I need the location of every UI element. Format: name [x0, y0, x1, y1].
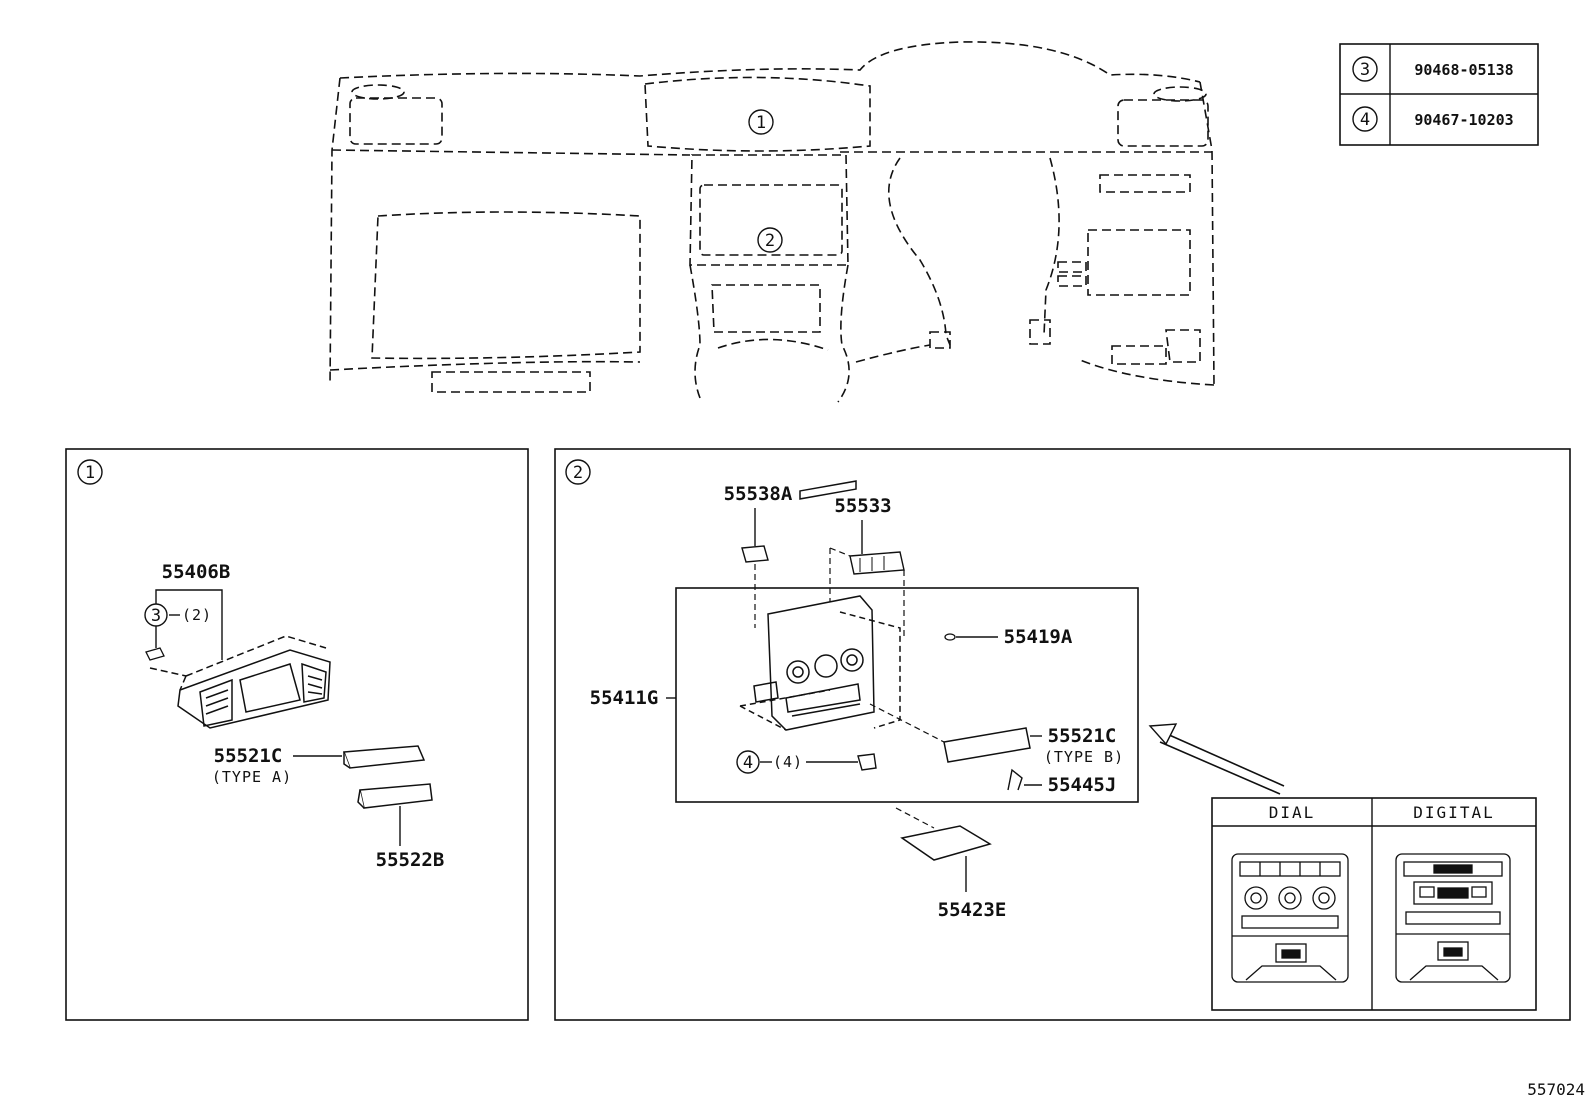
pocket-55521C-type-b: [943, 727, 1031, 763]
knob-55538A: [741, 545, 769, 563]
overview-callout-2: 2: [757, 227, 783, 253]
label-55445J: 55445J: [1048, 774, 1117, 796]
panel-2: 2 55538A 55533 55411G 5541: [554, 448, 1571, 1021]
pad-55423E: [900, 825, 992, 861]
label-55406B: 55406B: [162, 561, 231, 583]
svg-text:3: 3: [1360, 60, 1370, 80]
svg-text:4: 4: [1360, 110, 1370, 130]
svg-text:(4): (4): [773, 753, 803, 771]
variant-digital-label: DIGITAL: [1413, 803, 1494, 822]
label-55411G: 55411G: [590, 687, 659, 709]
dashboard-overview: [329, 41, 1215, 403]
pocket-55522B: [357, 783, 433, 809]
label-type-b: (TYPE B): [1044, 748, 1124, 766]
screw-callout: 3 (2): [144, 603, 212, 661]
svg-text:(2): (2): [182, 606, 212, 624]
clip-55445J: [1007, 768, 1023, 791]
svg-text:2: 2: [765, 231, 775, 251]
digital-panel-illustration: [1395, 853, 1511, 983]
svg-text:3: 3: [151, 606, 161, 626]
ref-row-4: 4 90467-10203: [1352, 106, 1514, 132]
label-55533: 55533: [834, 495, 891, 517]
switch-55533: [849, 551, 905, 575]
svg-text:2: 2: [573, 463, 583, 483]
dial-panel-illustration: [1231, 853, 1349, 983]
variant-dial-label: DIAL: [1269, 803, 1316, 822]
pocket-55521C-type-a: [342, 745, 426, 769]
label-55419A: 55419A: [1004, 626, 1073, 648]
label-55423E: 55423E: [938, 899, 1007, 921]
svg-text:1: 1: [85, 463, 95, 483]
arrow-icon: [1148, 723, 1178, 746]
figure-number: 557024: [1527, 1080, 1585, 1099]
svg-text:1: 1: [756, 113, 766, 133]
panel-1: 1 55406B 3 (2) 5: [65, 448, 529, 1021]
pin-55419A: [944, 633, 956, 641]
assembly-55411G-box: [675, 587, 1139, 803]
control-panel-55411G: [739, 480, 901, 731]
clip-callout: 4 (4): [736, 750, 877, 774]
variants-box: DIAL DIGITAL: [1211, 797, 1537, 1011]
label-55521C-b: 55521C: [1048, 725, 1117, 747]
ref-row-3: 3 90468-05138: [1352, 56, 1514, 82]
ref-part-number: 90468-05138: [1414, 61, 1513, 79]
label-55538A: 55538A: [724, 483, 793, 505]
svg-text:4: 4: [743, 753, 753, 773]
overview-callout-1: 1: [748, 109, 774, 135]
ref-part-number: 90467-10203: [1414, 111, 1513, 129]
reference-table: 3 90468-05138 4 90467-10203: [1339, 43, 1539, 146]
label-type-a: (TYPE A): [212, 768, 292, 786]
label-55522B: 55522B: [376, 849, 445, 871]
label-55521C-a: 55521C: [214, 745, 283, 767]
cluster-bezel-part: [149, 635, 331, 729]
